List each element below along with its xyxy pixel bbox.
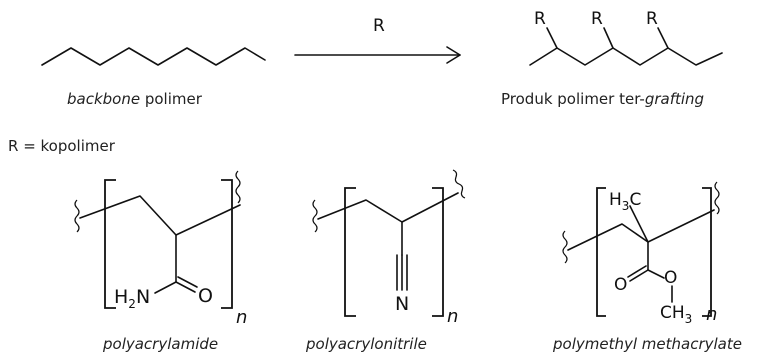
wavy-end-left	[74, 199, 80, 233]
pmma-backbone	[567, 209, 715, 251]
pan-backbone	[317, 192, 459, 223]
pmma-methyl: H3C	[609, 190, 641, 213]
pan-wavy-right	[452, 169, 466, 199]
pam-co-bond-b	[177, 276, 198, 288]
backbone-chain	[41, 47, 266, 66]
caption-polyacrylonitrile: polyacrylonitrile	[306, 335, 427, 353]
caption-pmma: polymethyl methacrylate	[553, 335, 742, 353]
backbone-label: backbone polimer	[67, 90, 202, 108]
pan-bracket-left	[344, 187, 356, 317]
pmma-bracket-left	[596, 187, 606, 317]
branch-bond-1	[546, 27, 558, 49]
reaction-arrow-head	[446, 46, 461, 64]
branch-label-2: R	[591, 9, 603, 29]
product-label: Produk polimer ter-grafting	[501, 90, 705, 108]
branch-bond-2	[603, 27, 614, 49]
pmma-co-bond-b	[627, 265, 647, 278]
arrow-label: R	[373, 16, 385, 36]
branch-bond-3	[657, 27, 669, 49]
definition-text: R = kopolimer	[8, 137, 115, 155]
bracket-right	[221, 179, 233, 309]
pam-co-bond-a	[175, 281, 196, 293]
pan-bracket-right	[432, 187, 444, 317]
pmma-structure: H3C O O CH3 n	[562, 181, 720, 326]
pan-repeat-n: n	[447, 306, 458, 327]
pmma-ester-bond	[647, 269, 665, 279]
pam-amine-h: H2N	[114, 286, 150, 311]
branch-label-3: R	[646, 9, 658, 29]
pam-cn-bond	[154, 281, 177, 294]
pmma-ester-o: O	[664, 268, 677, 288]
caption-polyacrylamide: polyacrylamide	[103, 335, 219, 353]
product-chain	[529, 47, 723, 66]
pan-nitrogen: N	[395, 293, 409, 315]
pmma-co-bond-a	[629, 269, 649, 282]
polyacrylamide-structure: O H2N n	[74, 170, 247, 328]
pmma-repeat-n: n	[706, 304, 717, 325]
bracket-left	[104, 179, 116, 309]
pan-wavy-left	[312, 199, 318, 233]
pam-repeat-n: n	[236, 307, 247, 328]
branch-label-1: R	[534, 9, 546, 29]
polyacrylonitrile-structure: N n	[312, 169, 466, 327]
pam-oxygen: O	[198, 285, 213, 307]
pmma-carbonyl-o: O	[614, 275, 627, 295]
pmma-methyl-bond	[629, 205, 649, 243]
pmma-ester-ch3: CH3	[660, 303, 692, 326]
pmma-wavy-left	[562, 230, 568, 264]
pmma-wavy-right	[714, 181, 720, 215]
pam-backbone	[79, 195, 241, 236]
pmma-bracket-right	[702, 187, 712, 317]
wavy-end-right	[235, 170, 241, 204]
